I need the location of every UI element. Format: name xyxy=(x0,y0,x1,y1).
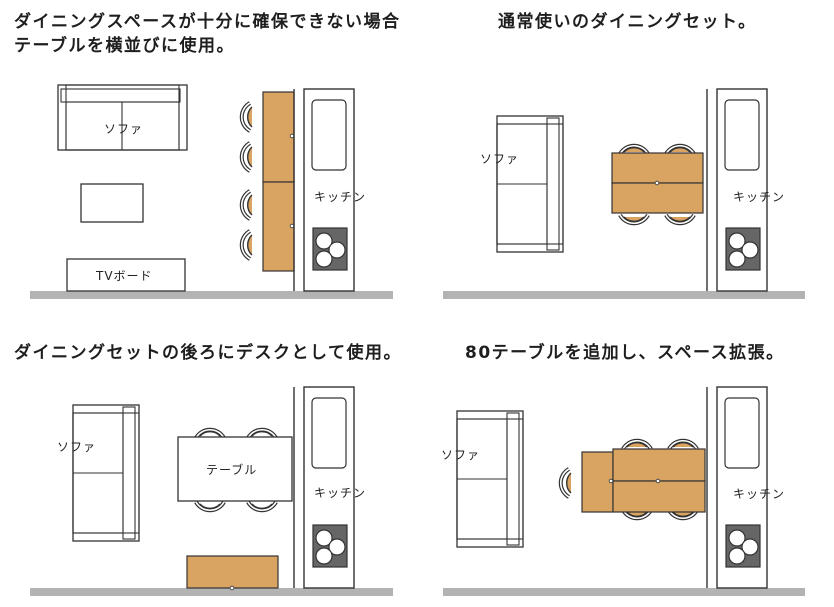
dining-table-1 xyxy=(612,448,706,482)
dining-table-2 xyxy=(262,181,295,272)
dining-table-2 xyxy=(611,182,704,214)
sofa xyxy=(456,410,524,548)
floor-line xyxy=(30,291,393,299)
panel-4-title-line-1: 80テーブルを追加し、スペース拡張。 xyxy=(465,343,785,363)
panel-2-title: 通常使いのダイニングセット。 xyxy=(498,10,757,34)
chair xyxy=(239,229,254,261)
panel-2-plan: ソファ キッチン xyxy=(443,88,805,299)
kitchen xyxy=(293,88,355,292)
desk xyxy=(186,555,279,589)
kitchen-label: キッチン xyxy=(733,190,785,204)
chair xyxy=(618,213,650,226)
dining-table-1 xyxy=(262,91,295,183)
chair xyxy=(239,189,254,221)
kitchen-label: キッチン xyxy=(314,190,366,204)
sofa-label: ソファ xyxy=(441,448,480,462)
dining-table-1 xyxy=(611,152,704,184)
tv-board xyxy=(66,258,186,292)
floor-line xyxy=(443,291,805,299)
panel-2-title-line-1: 通常使いのダイニングセット。 xyxy=(498,12,757,32)
sofa-label: ソファ xyxy=(104,122,143,136)
dining-table xyxy=(177,436,293,502)
panel-1-title: ダイニングスペースが十分に確保できない場合 テーブルを横並びに使用。 xyxy=(14,10,400,58)
kitchen xyxy=(706,386,768,589)
tv-board-label: TVボード xyxy=(95,269,153,283)
panel-3-title-line-1: ダイニングセットの後ろにデスクとして使用。 xyxy=(14,343,402,363)
table-label: テーブル xyxy=(206,462,257,477)
chair xyxy=(558,467,573,499)
kitchen-label: キッチン xyxy=(314,486,366,500)
kitchen-label: キッチン xyxy=(733,487,785,501)
panel-3-plan: ソファ テーブル キッチン xyxy=(30,386,393,596)
sofa xyxy=(496,115,564,253)
floor-line xyxy=(30,588,393,596)
chair xyxy=(239,141,254,173)
panel-1-plan: ソファ TVボード キッチン xyxy=(30,84,393,299)
chair xyxy=(621,438,653,451)
chair xyxy=(664,213,696,226)
kitchen xyxy=(293,386,355,589)
kitchen xyxy=(706,88,768,292)
dining-table-2 xyxy=(612,480,706,513)
panel-1-title-line-2: テーブルを横並びに使用。 xyxy=(14,36,235,56)
panel-3-title: ダイニングセットの後ろにデスクとして使用。 xyxy=(14,341,402,365)
chair xyxy=(239,101,254,133)
floor-line xyxy=(443,588,805,596)
sofa xyxy=(57,84,188,151)
panel-4-plan: ソファ キッチン xyxy=(441,386,805,596)
chair xyxy=(667,438,699,451)
chair xyxy=(246,500,278,513)
low-table xyxy=(80,183,144,223)
chair xyxy=(194,500,226,513)
sofa-label: ソファ xyxy=(480,152,519,166)
extra-table-80 xyxy=(581,451,614,513)
sofa-label: ソファ xyxy=(57,440,96,454)
sofa xyxy=(72,404,140,542)
panel-1-title-line-1: ダイニングスペースが十分に確保できない場合 xyxy=(14,12,401,32)
panel-4-title: 80テーブルを追加し、スペース拡張。 xyxy=(465,341,785,365)
